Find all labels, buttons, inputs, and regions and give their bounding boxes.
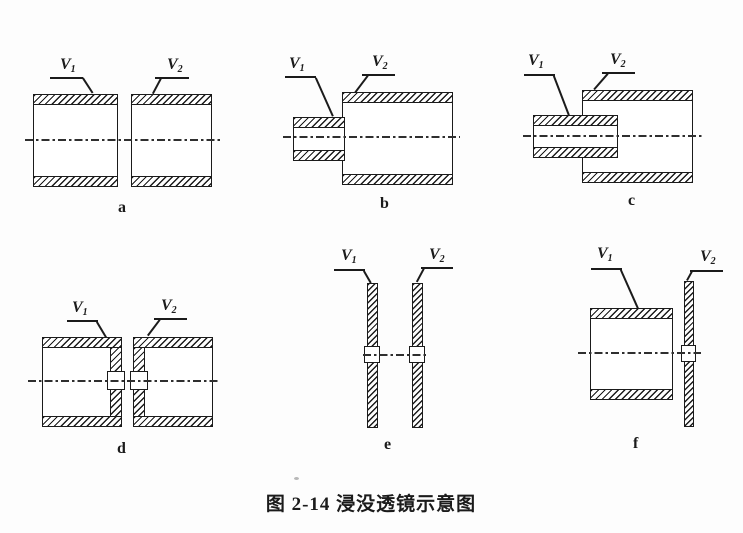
v-subscript: 2 <box>171 305 177 316</box>
electrode-label-v1: V1 <box>341 248 357 266</box>
small-cylinder-electrode-v1 <box>293 117 345 161</box>
optical-axis <box>578 352 701 354</box>
electrode-label-v2: V2 <box>429 247 445 265</box>
hatched-wall <box>132 95 211 105</box>
leader-line <box>686 271 693 281</box>
large-cylinder-electrode-v2 <box>342 92 453 185</box>
hatched-wall <box>34 176 117 186</box>
hatched-wall <box>134 416 212 426</box>
leader-line <box>96 321 107 338</box>
v-symbol: V <box>289 55 300 72</box>
optical-axis <box>283 136 460 138</box>
axis-aperture <box>681 345 696 362</box>
electrode-label-v1: V1 <box>597 246 613 264</box>
v-symbol: V <box>429 246 440 263</box>
hatched-wall <box>343 174 452 184</box>
hatched-wall <box>591 309 672 319</box>
v-symbol: V <box>161 297 172 314</box>
leader-line <box>553 75 570 116</box>
electrode-label-v1: V1 <box>60 57 76 75</box>
panel-letter-c: c <box>628 192 636 209</box>
v-symbol: V <box>528 52 539 69</box>
hatched-wall <box>294 118 344 128</box>
v-subscript: 2 <box>439 254 445 265</box>
leader-line <box>363 270 372 284</box>
cylinder-electrode-v1 <box>590 308 673 400</box>
v-subscript: 1 <box>82 307 88 318</box>
v-subscript: 1 <box>538 60 544 71</box>
panel-letter-e: e <box>384 436 392 453</box>
v-subscript: 1 <box>299 63 305 74</box>
hatched-wall <box>534 147 617 157</box>
v-symbol: V <box>341 247 352 264</box>
electrode-label-v1: V1 <box>289 56 305 74</box>
electrode-label-v2: V2 <box>167 57 183 75</box>
electrode-label-v2: V2 <box>610 52 626 70</box>
leader-line <box>620 269 639 309</box>
panel-letter-f: f <box>633 435 639 452</box>
label-underline <box>154 318 187 320</box>
electrode-label-v2: V2 <box>161 298 177 316</box>
hatched-wall <box>534 116 617 126</box>
hatched-wall <box>134 338 212 348</box>
panel-letter-a: a <box>118 199 126 216</box>
hatched-wall <box>583 91 692 101</box>
electrode-label-v1: V1 <box>72 300 88 318</box>
hatched-wall <box>294 150 344 160</box>
v-symbol: V <box>610 51 621 68</box>
optical-axis <box>523 135 702 137</box>
hatched-wall <box>132 176 211 186</box>
v-subscript: 2 <box>382 61 388 72</box>
label-underline <box>591 268 622 270</box>
v-symbol: V <box>167 56 178 73</box>
leader-line <box>416 268 425 283</box>
label-underline <box>421 267 453 269</box>
v-symbol: V <box>72 299 83 316</box>
optical-axis <box>28 380 218 382</box>
optical-axis <box>363 354 427 356</box>
leader-line <box>152 78 162 95</box>
electrode-label-v2: V2 <box>700 249 716 267</box>
hatched-wall <box>591 389 672 399</box>
label-underline <box>524 74 555 76</box>
leader-line <box>593 73 609 91</box>
v-subscript: 2 <box>620 59 626 70</box>
label-underline <box>50 77 83 79</box>
hatched-wall <box>34 95 117 105</box>
figure-caption: 图 2-14 浸没透镜示意图 <box>265 494 477 515</box>
v-symbol: V <box>597 245 608 262</box>
label-underline <box>67 320 98 322</box>
v-subscript: 2 <box>710 256 716 267</box>
label-underline <box>155 77 189 79</box>
v-subscript: 1 <box>351 255 357 266</box>
leader-line <box>315 77 334 117</box>
electrode-label-v2: V2 <box>372 54 388 72</box>
hatched-wall <box>43 338 121 348</box>
small-cylinder-electrode-v1 <box>533 115 618 158</box>
panel-letter-d: d <box>117 440 126 457</box>
label-underline <box>334 269 365 271</box>
v-symbol: V <box>372 53 383 70</box>
label-underline <box>362 74 395 76</box>
hatched-wall <box>43 416 121 426</box>
v-subscript: 2 <box>177 64 183 75</box>
label-underline <box>285 76 316 78</box>
leader-line <box>147 319 161 337</box>
cylinder-electrode-v1 <box>33 94 118 187</box>
leader-line <box>354 75 369 94</box>
v-symbol: V <box>60 56 71 73</box>
v-symbol: V <box>700 248 711 265</box>
hatched-wall <box>583 172 692 182</box>
leader-line <box>82 77 94 94</box>
label-underline <box>602 72 635 74</box>
label-underline <box>690 270 723 272</box>
optical-axis <box>25 139 220 141</box>
electrode-label-v1: V1 <box>528 53 544 71</box>
cylinder-electrode-v2 <box>131 94 212 187</box>
panel-letter-b: b <box>380 195 389 212</box>
v-subscript: 1 <box>70 64 76 75</box>
scan-speck <box>294 477 299 480</box>
hatched-wall <box>343 93 452 103</box>
v-subscript: 1 <box>607 253 613 264</box>
